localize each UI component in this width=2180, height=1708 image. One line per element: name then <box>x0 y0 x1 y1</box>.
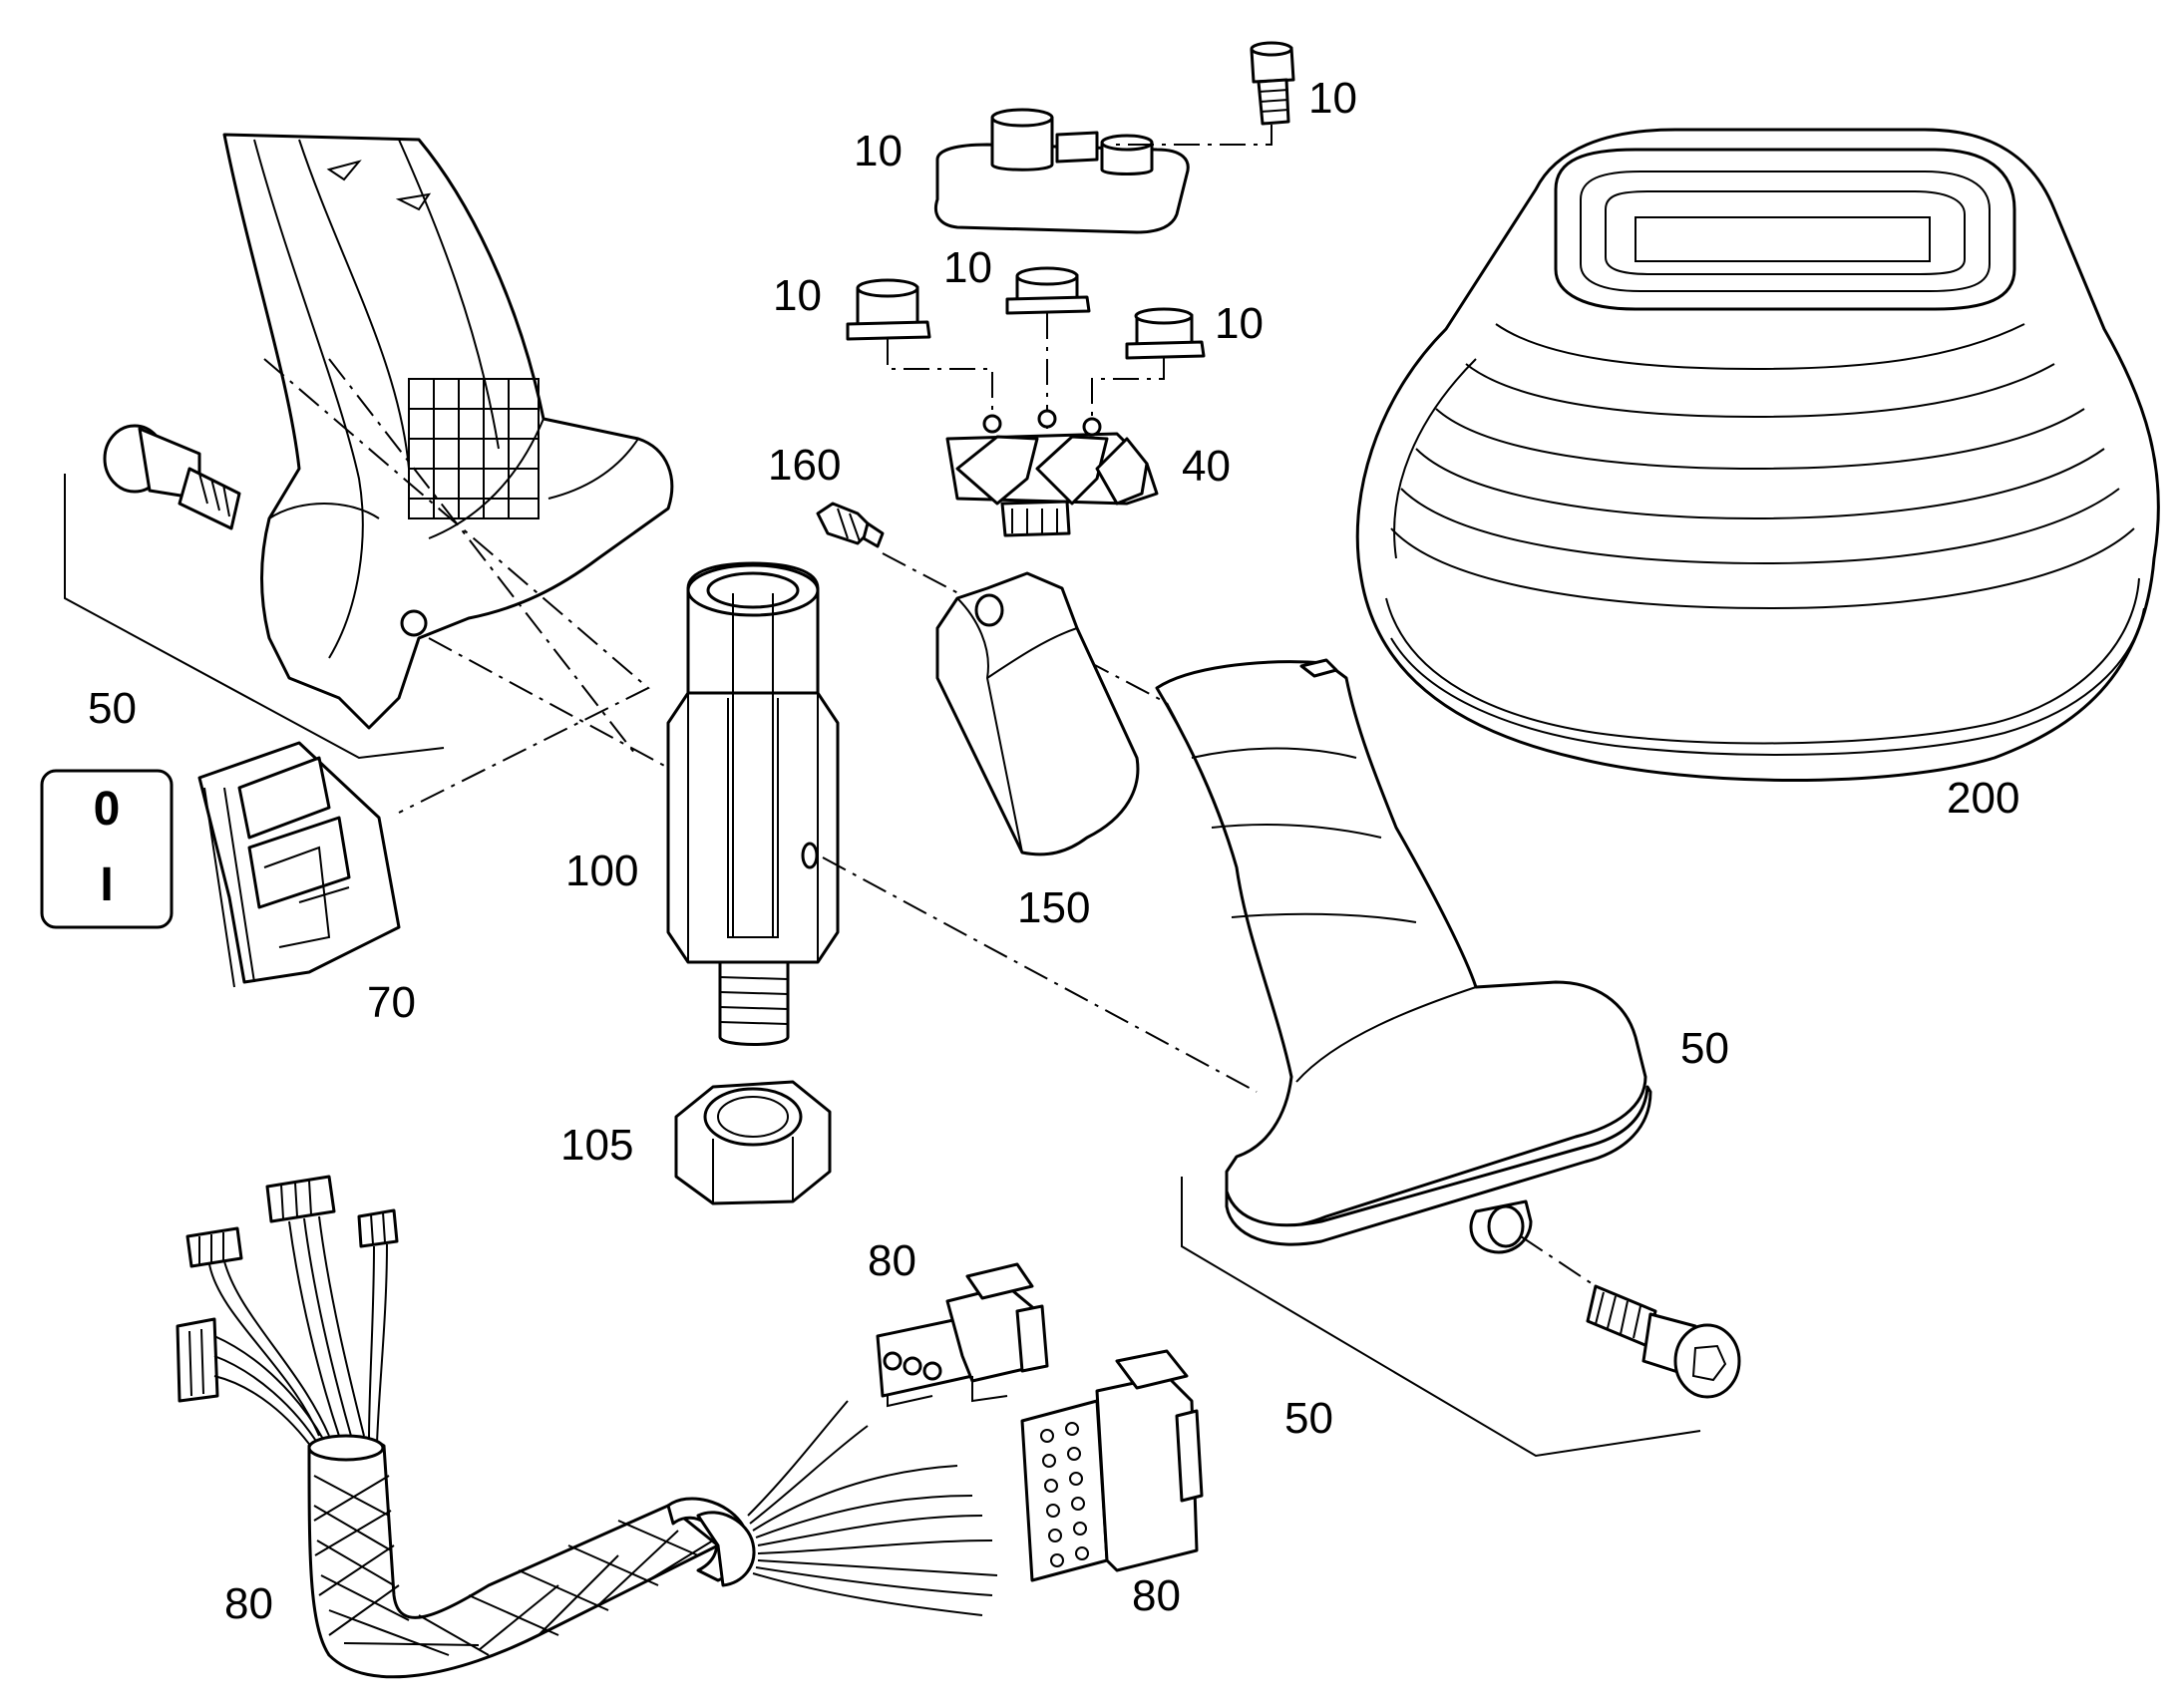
callout-10-cap: 10 <box>854 127 903 175</box>
tapping-screw-part <box>816 502 885 548</box>
push-button-left-part <box>846 278 931 341</box>
handle-grill <box>408 378 540 519</box>
leader-50-right <box>1181 1177 1701 1458</box>
wire-harness-part <box>176 1175 998 1679</box>
leader-50-left <box>64 474 445 760</box>
microswitch-block-part <box>945 409 1159 537</box>
hex-nut-part <box>674 1080 832 1205</box>
connector-3pin-part <box>876 1262 1049 1408</box>
callout-160: 160 <box>768 441 841 490</box>
callout-50-right: 50 <box>1680 1024 1729 1073</box>
callout-100: 100 <box>565 847 638 895</box>
right-handle-part <box>1155 658 1652 1254</box>
switch-symbol-bottom: I <box>100 858 113 911</box>
callout-80-harness: 80 <box>224 1579 273 1628</box>
callout-10-screw: 10 <box>1308 74 1357 123</box>
callout-10-button-left: 10 <box>773 271 822 320</box>
callout-labels: 10 10 10 10 10 40 160 150 50 50 50 70 10… <box>88 74 2019 1628</box>
callout-150: 150 <box>1017 883 1090 932</box>
switch-symbol-top: 0 <box>94 783 121 836</box>
callout-10-button-right: 10 <box>1215 299 1264 348</box>
left-bolt-part <box>103 424 241 530</box>
adapter-sleeve-part <box>666 561 840 1046</box>
callout-40: 40 <box>1182 442 1231 491</box>
callout-200: 200 <box>1947 774 2019 823</box>
left-handle-shell-part <box>222 133 674 730</box>
callout-80-bottom: 80 <box>1132 1571 1181 1620</box>
push-button-center-part <box>1005 266 1091 315</box>
sensor-module-part <box>935 571 1140 856</box>
small-screw-part <box>1250 41 1295 126</box>
callout-80-top: 80 <box>868 1236 916 1285</box>
callout-50-left: 50 <box>88 684 137 733</box>
callout-105: 105 <box>560 1121 633 1170</box>
right-bolt-part <box>1586 1284 1741 1399</box>
connector-12pin-part <box>1020 1349 1204 1582</box>
push-button-right-part <box>1125 307 1206 360</box>
rocker-switch-part <box>197 741 401 988</box>
callout-70: 70 <box>367 978 416 1027</box>
callout-10-button-top: 10 <box>943 243 992 292</box>
rubber-boot-part <box>1355 128 2160 782</box>
switch-symbol-box: 0 I <box>40 769 174 929</box>
button-cap-part <box>933 108 1190 234</box>
callout-50-bottom: 50 <box>1284 1394 1333 1443</box>
